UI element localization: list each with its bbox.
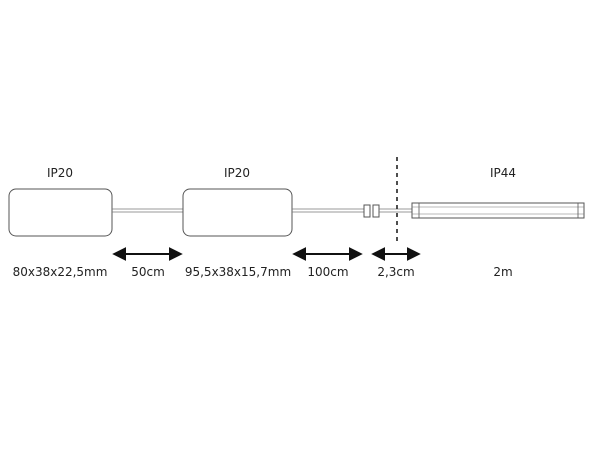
length-label-cable-second: 100cm bbox=[307, 265, 348, 279]
ip-rating-label-third: IP44 bbox=[490, 166, 516, 180]
connector-cable bbox=[379, 208, 412, 213]
led-strip bbox=[411, 202, 585, 219]
connector-plug-right bbox=[372, 204, 380, 218]
cable-second bbox=[292, 208, 364, 213]
size-label-second: 95,5x38x15,7mm bbox=[185, 265, 291, 279]
driver-box-second bbox=[182, 188, 293, 237]
ip-rating-label-first: IP20 bbox=[47, 166, 73, 180]
length-label-strip: 2m bbox=[493, 265, 512, 279]
length-label-connector: 2,3cm bbox=[377, 265, 414, 279]
ip-rating-label-second: IP20 bbox=[224, 166, 250, 180]
size-label-first: 80x38x22,5mm bbox=[13, 265, 108, 279]
length-label-cable-first: 50cm bbox=[131, 265, 165, 279]
cable-first bbox=[112, 208, 183, 213]
connector-plug-left bbox=[363, 204, 371, 218]
driver-box-first bbox=[8, 188, 113, 237]
